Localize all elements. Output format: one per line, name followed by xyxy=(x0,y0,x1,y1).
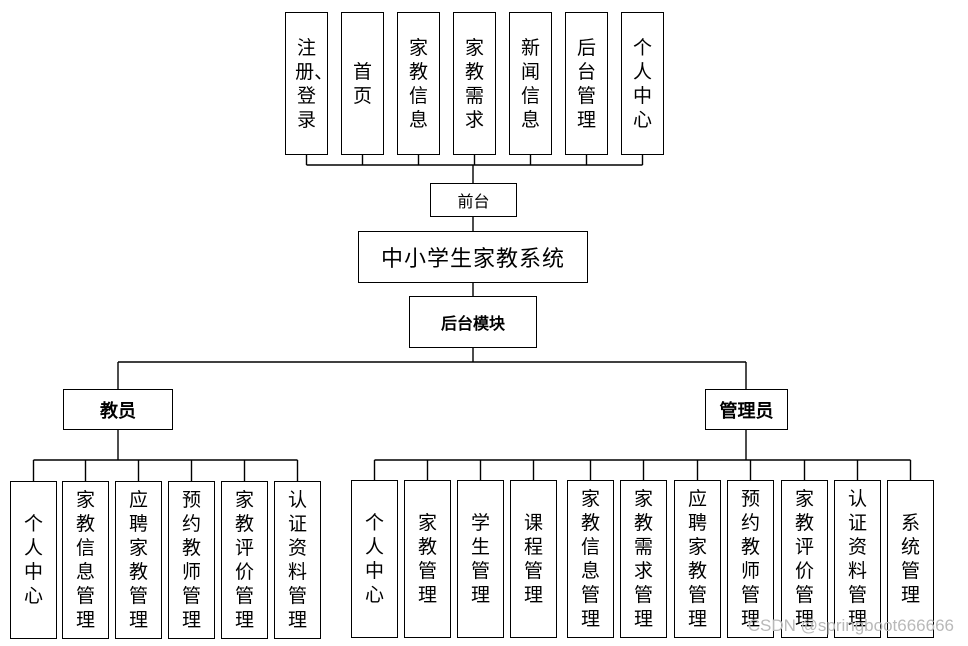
front-item-5-label: 后台管理 xyxy=(576,36,596,131)
admin-item-1-label: 家教管理 xyxy=(417,512,437,606)
admin-item-4-label: 家教信息管理 xyxy=(580,488,600,630)
front-item-2: 家教信息 xyxy=(397,12,440,155)
teacher-item-4: 家教评价管理 xyxy=(221,481,268,639)
front-item-3-label: 家教需求 xyxy=(464,36,484,131)
admin-item-2: 学生管理 xyxy=(457,480,504,638)
watermark: CSDN @springboot666666 xyxy=(747,616,954,635)
admin-item-5-label: 家教需求管理 xyxy=(633,488,653,630)
admin-item-0-label: 个人中心 xyxy=(364,512,384,606)
teacher-item-3: 预约教师管理 xyxy=(168,481,215,639)
front-item-3: 家教需求 xyxy=(453,12,496,155)
teacher-item-5-label: 认证资料管理 xyxy=(287,489,307,631)
admin-item-7: 预约教师管理 xyxy=(727,480,774,638)
admin-item-8-label: 家教评价管理 xyxy=(794,488,814,630)
front-item-2-label: 家教信息 xyxy=(408,36,428,131)
front-item-6-label: 个人中心 xyxy=(632,36,652,131)
teacher-item-4-label: 家教评价管理 xyxy=(234,489,254,631)
front-node: 前台 xyxy=(430,183,517,217)
admin-item-3-label: 课程管理 xyxy=(523,512,543,606)
admin-item-5: 家教需求管理 xyxy=(620,480,667,638)
admin-item-9: 认证资料管理 xyxy=(834,480,881,638)
admin-item-10: 系统管理 xyxy=(887,480,934,638)
teacher-node-label: 教员 xyxy=(100,400,136,422)
backend-node-label: 后台模块 xyxy=(440,314,505,333)
admin-node: 管理员 xyxy=(705,389,788,430)
admin-item-8: 家教评价管理 xyxy=(781,480,828,638)
front-item-5: 后台管理 xyxy=(565,12,608,155)
admin-item-4: 家教信息管理 xyxy=(567,480,614,638)
admin-item-7-label: 预约教师管理 xyxy=(740,488,760,630)
teacher-item-1: 家教信息管理 xyxy=(62,481,109,639)
admin-item-3: 课程管理 xyxy=(510,480,557,638)
front-item-0: 注册、登录 xyxy=(285,12,328,155)
teacher-item-2-label: 应聘家教管理 xyxy=(128,489,148,631)
front-item-4-label: 新闻信息 xyxy=(520,36,540,131)
teacher-item-5: 认证资料管理 xyxy=(274,481,321,639)
system-title-label: 中小学生家教系统 xyxy=(380,247,565,272)
backend-node: 后台模块 xyxy=(409,296,537,348)
admin-item-1: 家教管理 xyxy=(404,480,451,638)
teacher-item-2: 应聘家教管理 xyxy=(115,481,162,639)
front-item-1: 首页 xyxy=(341,12,384,155)
admin-item-9-label: 认证资料管理 xyxy=(847,488,867,630)
front-node-label: 前台 xyxy=(457,192,490,211)
front-item-0-label: 注册、登录 xyxy=(295,36,327,131)
teacher-item-0-label: 个人中心 xyxy=(23,513,43,607)
teacher-item-1-label: 家教信息管理 xyxy=(75,489,95,631)
admin-item-2-label: 学生管理 xyxy=(470,512,490,606)
admin-item-0: 个人中心 xyxy=(351,480,398,638)
admin-node-label: 管理员 xyxy=(719,400,774,422)
front-item-6: 个人中心 xyxy=(621,12,664,155)
teacher-item-3-label: 预约教师管理 xyxy=(181,489,201,631)
admin-item-6-label: 应聘家教管理 xyxy=(687,488,707,630)
front-item-4: 新闻信息 xyxy=(509,12,552,155)
front-item-1-label: 首页 xyxy=(352,60,372,107)
admin-item-6: 应聘家教管理 xyxy=(674,480,721,638)
teacher-item-0: 个人中心 xyxy=(10,481,57,639)
system-title-node: 中小学生家教系统 xyxy=(358,231,588,283)
admin-item-10-label: 系统管理 xyxy=(900,512,920,606)
teacher-node: 教员 xyxy=(63,389,173,430)
